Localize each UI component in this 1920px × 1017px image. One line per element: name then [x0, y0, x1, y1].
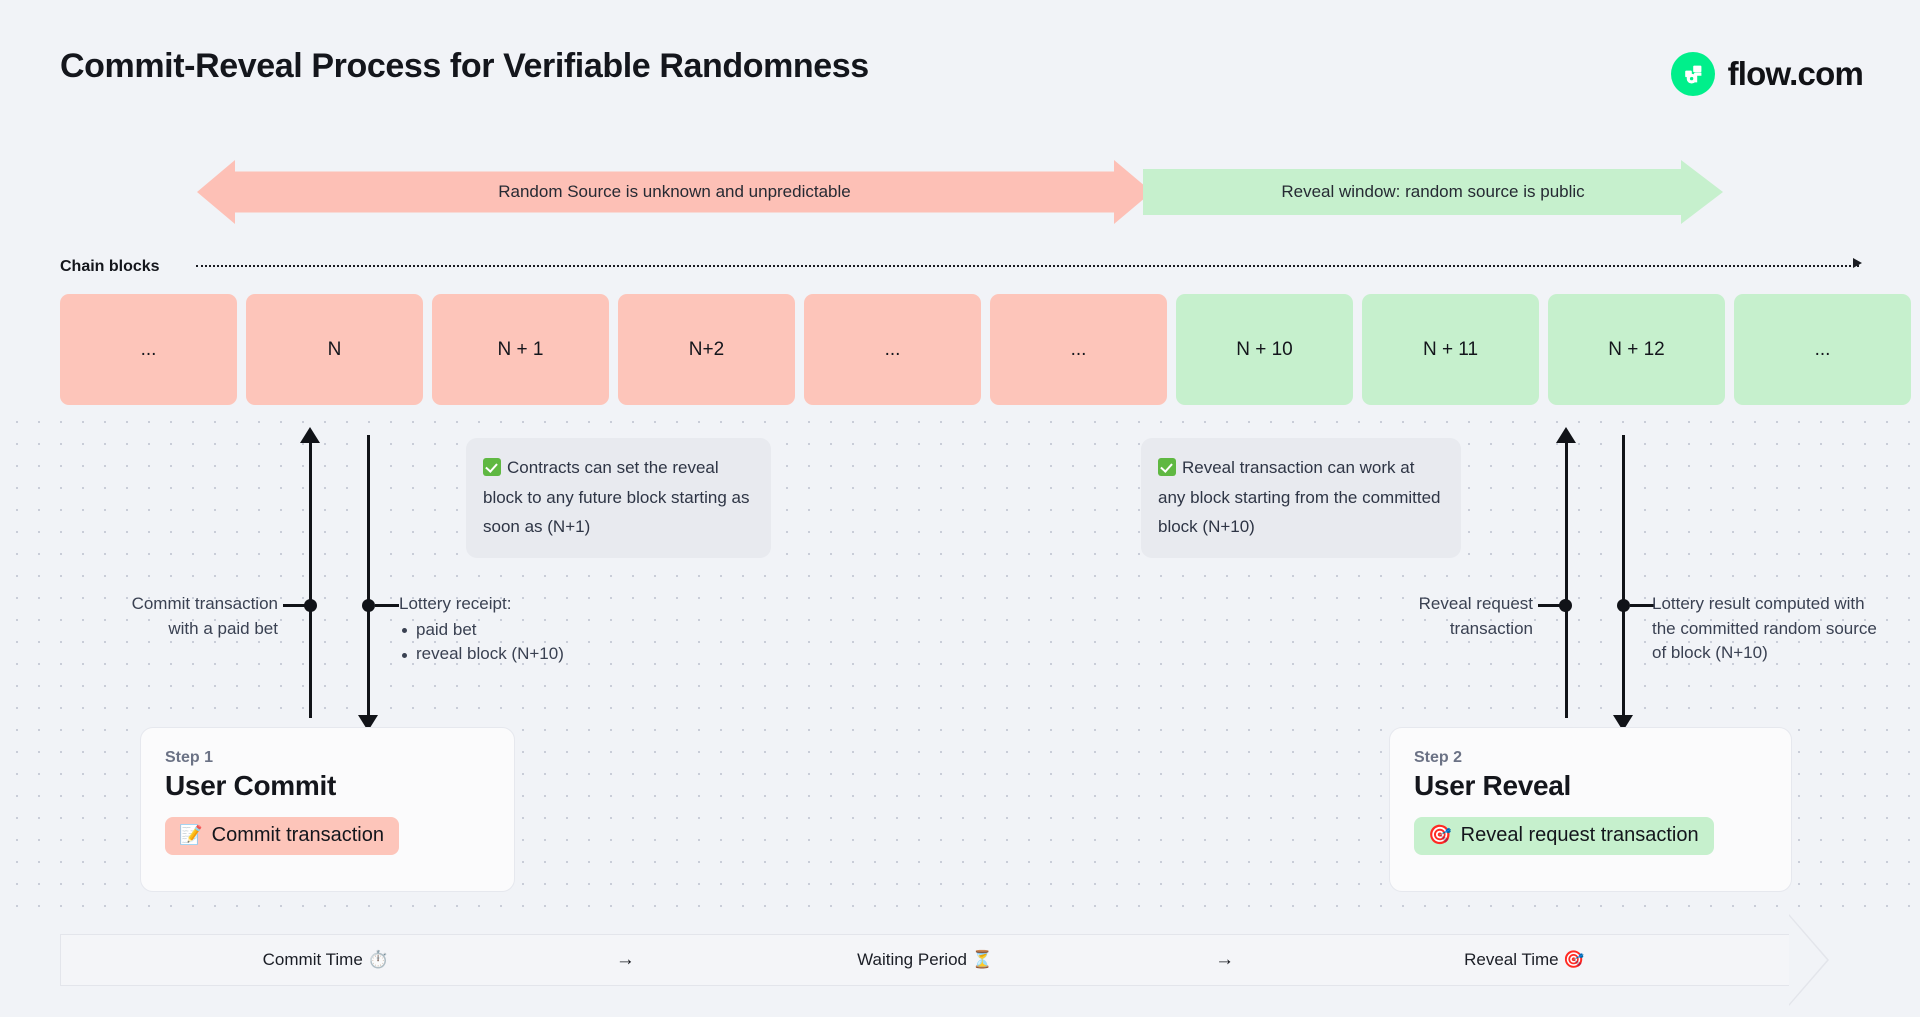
commit-annotation-line2: with a paid bet — [168, 618, 278, 638]
lottery-result-annotation: Lottery result computed with the committ… — [1652, 594, 1877, 662]
check-mark-icon — [483, 458, 501, 476]
timeline-separator-arrow-icon: → — [615, 949, 635, 970]
banner-reveal-window: Reveal window: random source is public — [1143, 160, 1723, 224]
step-1-label: Step 1 — [165, 749, 214, 766]
commit-transaction-annotation: Commit transaction with a paid bet — [60, 592, 278, 641]
receipt-arrow-line — [367, 435, 370, 719]
list-item: paid bet — [399, 618, 679, 643]
receipt-leader-line — [375, 604, 399, 607]
chain-block[interactable]: N + 12 — [1548, 294, 1725, 405]
window-banners: Random Source is unknown and unpredictab… — [0, 160, 1920, 224]
reveal-leader-line — [1538, 604, 1564, 607]
flow-logo-icon — [1670, 52, 1715, 96]
chain-axis-arrow-icon — [1853, 258, 1862, 268]
timeline-cell-waiting-period: Waiting Period ⏳ — [857, 950, 993, 969]
brand-logo: flow.com — [1670, 52, 1864, 96]
chain-block[interactable]: N — [246, 294, 423, 405]
callout-contracts-text: Contracts can set the reveal block to an… — [483, 458, 750, 536]
reveal-arrow-line — [1565, 441, 1568, 718]
step-2-label: Step 2 — [1414, 749, 1463, 766]
reveal-annotation-line2: transaction — [1449, 618, 1533, 638]
bullseye-icon: 🎯 — [1428, 825, 1452, 846]
step-card-user-reveal[interactable]: Step 2 User Reveal 🎯 Reveal request tran… — [1389, 727, 1792, 892]
step-card-user-commit[interactable]: Step 1 User Commit 📝 Commit transaction — [140, 727, 515, 892]
commit-transaction-pill[interactable]: 📝 Commit transaction — [165, 817, 399, 855]
chain-block[interactable]: ... — [1734, 294, 1911, 405]
reveal-annotation-line1: Reveal request — [1418, 594, 1533, 613]
reveal-arrow-head-icon — [1556, 427, 1576, 443]
reveal-request-annotation: Reveal request transaction — [1330, 592, 1533, 641]
chain-block[interactable]: ... — [990, 294, 1167, 405]
timeline-cell-commit-time: Commit Time ⏱️ — [262, 950, 389, 969]
commit-arrow-line — [309, 441, 312, 718]
callout-contracts-reveal-block: Contracts can set the reveal block to an… — [466, 438, 771, 558]
commit-arrow-head-icon — [300, 427, 320, 443]
chain-blocks-label: Chain blocks — [60, 258, 160, 275]
reveal-arrow-dot — [1559, 599, 1572, 612]
commit-transaction-pill-label: Commit transaction — [211, 824, 384, 846]
list-item: reveal block (N+10) — [399, 642, 679, 667]
callout-reveal-any-block: Reveal transaction can work at any block… — [1141, 438, 1461, 558]
commit-arrow-dot — [304, 599, 317, 612]
chain-block[interactable]: N + 1 — [432, 294, 609, 405]
commit-annotation-line1: Commit transaction — [131, 594, 278, 613]
step-2-title: User Reveal — [1414, 770, 1572, 801]
step-1-title: User Commit — [165, 770, 336, 801]
banner-reveal-label: Reveal window: random source is public — [1281, 182, 1585, 201]
memo-icon: 📝 — [179, 825, 203, 846]
timeline-arrow-point-inner — [1789, 916, 1827, 1004]
commit-leader-line — [283, 604, 309, 607]
chain-axis-line — [196, 265, 1859, 267]
annotation-layer: Commit transaction with a paid bet Lotte… — [0, 405, 1920, 900]
chain-block[interactable]: N + 10 — [1176, 294, 1353, 405]
banner-unknown-label: Random Source is unknown and unpredictab… — [498, 182, 851, 201]
lottery-receipt-list: paid bet reveal block (N+10) — [399, 618, 679, 667]
phase-timeline: Commit Time ⏱️ → Waiting Period ⏳ → Reve… — [60, 934, 1790, 986]
chain-block[interactable]: ... — [804, 294, 981, 405]
chain-block[interactable]: N+2 — [618, 294, 795, 405]
result-arrow-line — [1622, 435, 1625, 719]
lottery-receipt-annotation: Lottery receipt: paid bet reveal block (… — [399, 592, 679, 667]
timeline-cell-reveal-time: Reveal Time 🎯 — [1464, 950, 1585, 969]
chain-block[interactable]: N + 11 — [1362, 294, 1539, 405]
page-title: Commit-Reveal Process for Verifiable Ran… — [60, 47, 869, 85]
reveal-request-pill[interactable]: 🎯 Reveal request transaction — [1414, 817, 1714, 855]
check-mark-icon — [1158, 458, 1176, 476]
lottery-receipt-title: Lottery receipt: — [399, 594, 512, 613]
result-leader-line — [1630, 604, 1654, 607]
reveal-request-pill-label: Reveal request transaction — [1460, 824, 1699, 846]
callout-reveal-text: Reveal transaction can work at any block… — [1158, 458, 1441, 536]
receipt-arrow-dot — [362, 599, 375, 612]
result-arrow-dot — [1617, 599, 1630, 612]
chain-block-list: ... N N + 1 N+2 ... ... N + 10 N + 11 N … — [60, 294, 1911, 405]
chain-block[interactable]: ... — [60, 294, 237, 405]
banner-unknown-window: Random Source is unknown and unpredictab… — [197, 160, 1152, 224]
brand-name: flow.com — [1727, 55, 1864, 92]
timeline-separator-arrow-icon: → — [1215, 949, 1235, 970]
